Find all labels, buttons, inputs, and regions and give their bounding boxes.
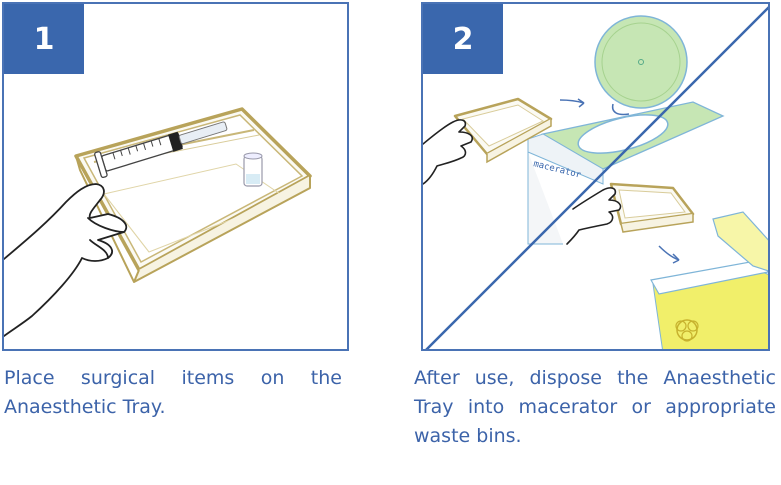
step-2-badge: 2 (423, 4, 503, 74)
hand-icon (4, 183, 128, 337)
step-1-caption-line: Anaesthetic Tray. (4, 396, 166, 418)
tray-lower-icon (609, 182, 695, 233)
hand-lower-icon (566, 187, 622, 245)
diagonal-divider (425, 6, 768, 349)
syringe-icon (94, 121, 228, 179)
step-2-caption: After use, dispose the Anaesthetic Tray … (414, 364, 776, 451)
step-1-badge: 1 (4, 4, 84, 74)
step-2-caption-line: Tray into macerator or appropriate (414, 396, 776, 418)
step-1-panel: 1 (2, 2, 349, 351)
tray-upper-icon (453, 97, 553, 164)
vial-icon (243, 152, 263, 187)
step-1-illustration (4, 107, 312, 337)
step-2-caption-line: After use, dispose the Anaesthetic (414, 367, 776, 389)
step-1-caption-line: Place surgical items on the (4, 367, 342, 389)
hand-upper-icon (423, 119, 474, 185)
step-1-caption: Place surgical items on the Anaesthetic … (4, 364, 342, 422)
waste-bin-icon (650, 211, 768, 349)
macerator-icon (527, 15, 725, 245)
step-2-panel: 2 macerator (421, 2, 770, 351)
step-2-caption-line: waste bins. (414, 425, 522, 447)
step-2-illustration: macerator (423, 6, 768, 349)
